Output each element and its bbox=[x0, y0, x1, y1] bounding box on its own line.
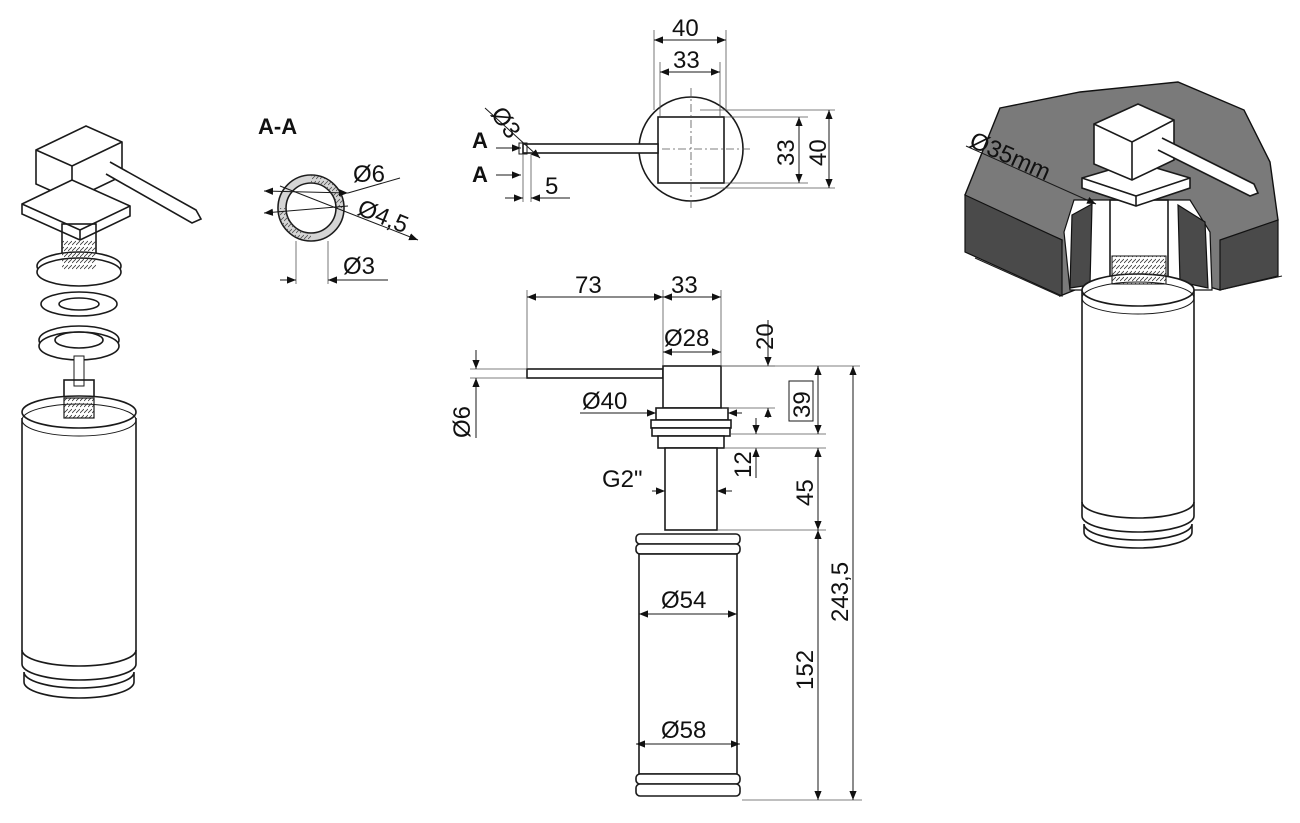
front-bottle-height: 152 bbox=[792, 650, 819, 690]
section-bore-label: Ø3 bbox=[343, 253, 375, 280]
section-title: A-A bbox=[258, 114, 297, 139]
front-flange-height: 12 bbox=[730, 451, 757, 478]
front-view: 73 33 Ø28 Ø40 Ø6 20 39 12 G2 bbox=[449, 272, 862, 801]
top-height-40: 40 bbox=[805, 139, 832, 166]
section-a-a: A-A Ø6 Ø4,5 Ø3 bbox=[258, 114, 419, 284]
exploded-isometric-view bbox=[21, 125, 203, 699]
top-spout-bore-label: Ø3 bbox=[485, 102, 525, 144]
front-spout-length: 73 bbox=[575, 272, 602, 299]
front-head-diameter: Ø28 bbox=[664, 325, 709, 352]
top-width-40: 40 bbox=[672, 15, 699, 42]
top-view: A A Ø3 5 40 33 33 40 bbox=[472, 15, 835, 210]
front-bottle-base-diameter: Ø58 bbox=[661, 717, 706, 744]
installed-isometric-view: Ø35mm bbox=[964, 81, 1283, 549]
section-outer-diameter-label: Ø6 bbox=[353, 161, 385, 188]
front-flange-diameter: Ø40 bbox=[582, 388, 627, 415]
front-upper-height: 39 bbox=[789, 391, 816, 418]
section-mark-a-top: A bbox=[472, 128, 488, 153]
front-thread-label: G2" bbox=[602, 466, 643, 493]
front-shank-height: 45 bbox=[792, 479, 819, 506]
front-head-height: 20 bbox=[752, 323, 779, 350]
section-mark-a-bottom: A bbox=[472, 162, 488, 187]
section-inner-diameter-label: Ø4,5 bbox=[354, 195, 412, 240]
front-head-width: 33 bbox=[671, 272, 698, 299]
top-dim-5: 5 bbox=[545, 173, 558, 200]
front-spout-diameter: Ø6 bbox=[449, 406, 476, 438]
top-width-33: 33 bbox=[673, 47, 700, 74]
top-height-33: 33 bbox=[773, 139, 800, 166]
front-bottle-diameter: Ø54 bbox=[661, 587, 706, 614]
front-total-height: 243,5 bbox=[827, 562, 854, 622]
